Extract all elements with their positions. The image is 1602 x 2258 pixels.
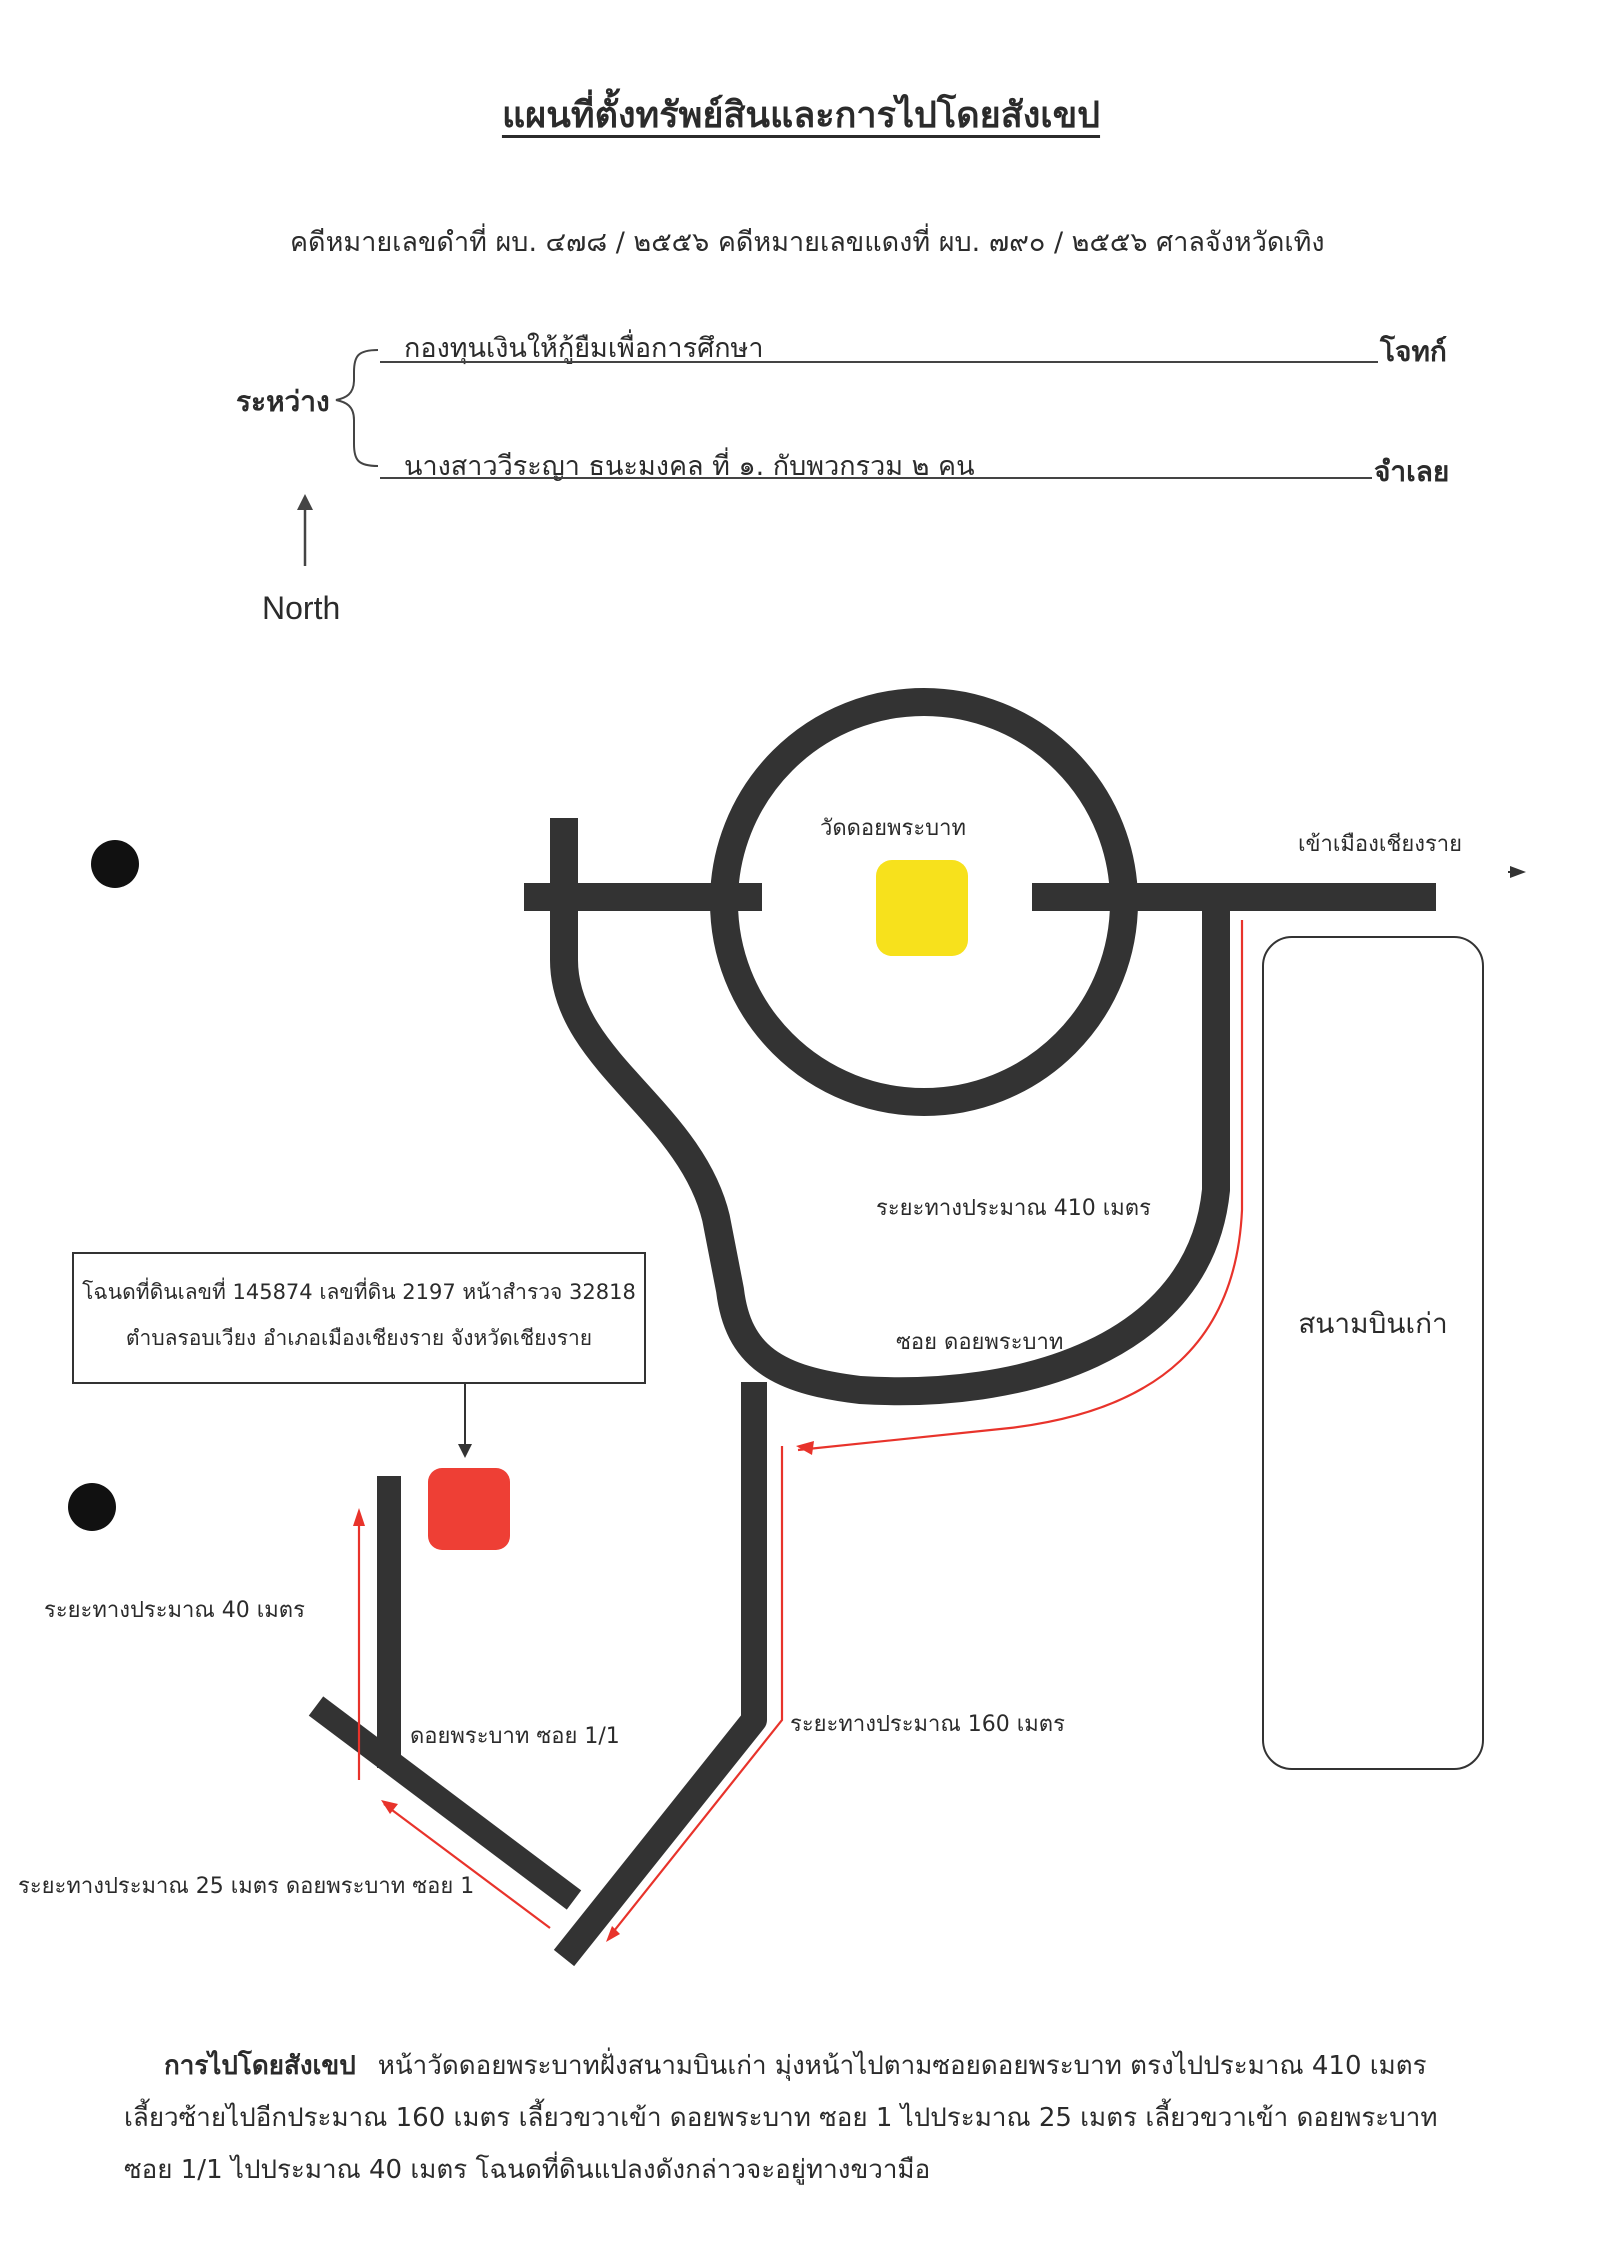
directions-line-1: การไปโดยสังเขปหน้าวัดดอยพระบาทฝั่งสนามบิ…	[164, 2051, 1427, 2081]
deed-pointer-arrow-icon	[458, 1384, 472, 1458]
property-marker	[428, 1468, 510, 1550]
distance-160-label: ระยะทางประมาณ 160 เมตร	[790, 1712, 1065, 1737]
route-410m	[797, 920, 1244, 1452]
hole-punch-bottom	[68, 1483, 116, 1531]
temple-label: วัดดอยพระบาท	[820, 816, 966, 841]
soi-main-label: ซอย ดอยพระบาท	[896, 1330, 1064, 1355]
hole-punch-top	[91, 840, 139, 888]
distance-410-label: ระยะทางประมาณ 410 เมตร	[876, 1196, 1151, 1221]
directions-paragraph: การไปโดยสังเขปหน้าวัดดอยพระบาทฝั่งสนามบิ…	[124, 2040, 1494, 2196]
distance-40-label: ระยะทางประมาณ 40 เมตร	[44, 1598, 305, 1623]
between-label: ระหว่าง	[236, 385, 330, 418]
case-number-line: คดีหมายเลขดำที่ ผบ. ๔๗๘ / ๒๕๕๖ คดีหมายเล…	[290, 227, 1325, 258]
airport-label: สนามบินเก่า	[1298, 1307, 1448, 1340]
defendant-role: จำเลย	[1374, 455, 1450, 488]
road-south	[553, 1382, 767, 1967]
route-line	[357, 920, 1244, 1937]
defendant-name: นางสาววีระญา ธนะมงคล ที่ ๑. กับพวกรวม ๒ …	[404, 451, 975, 482]
page-title: แผนที่ตั้งทรัพย์สินและการไปโดยสังเขป	[501, 95, 1101, 136]
deed-line-1: โฉนดที่ดินเลขที่ 145874 เลขที่ดิน 2197 ห…	[82, 1280, 636, 1304]
deed-info-box: โฉนดที่ดินเลขที่ 145874 เลขที่ดิน 2197 ห…	[72, 1252, 646, 1384]
plaintiff-role: โจทก์	[1380, 335, 1447, 368]
route-25m	[383, 1803, 551, 1929]
route-160m	[609, 1446, 784, 1937]
directions-line-3: ซอย 1/1 ไปประมาณ 40 เมตร โฉนดที่ดินแปลงด…	[124, 2155, 931, 2185]
distance-25-label: ระยะทางประมาณ 25 เมตร ดอยพระบาท ซอย 1	[18, 1874, 475, 1899]
directions-line-2: เลี้ยวซ้ายไปอีกประมาณ 160 เมตร เลี้ยวขวา…	[124, 2103, 1438, 2133]
temple-marker	[876, 860, 968, 956]
north-label: North	[262, 590, 341, 626]
soi-doi-phra-bat-loop	[550, 818, 1230, 1406]
directions-lead: การไปโดยสังเขป	[164, 2051, 356, 2081]
route-arrowheads	[353, 1441, 814, 1942]
north-arrow-icon	[297, 494, 313, 566]
deed-line-2: ตำบลรอบเวียง อำเภอเมืองเชียงราย จังหวัดเ…	[125, 1326, 593, 1350]
party-brace	[335, 349, 379, 467]
to-city-arrow-icon	[1508, 866, 1526, 878]
plaintiff-name: กองทุนเงินให้กู้ยืมเพื่อการศึกษา	[404, 333, 764, 364]
old-airport-area	[1262, 936, 1484, 1770]
to-city-label: เข้าเมืองเชียงราย	[1298, 832, 1463, 857]
soi-1-1-label: ดอยพระบาท ซอย 1/1	[410, 1724, 620, 1749]
